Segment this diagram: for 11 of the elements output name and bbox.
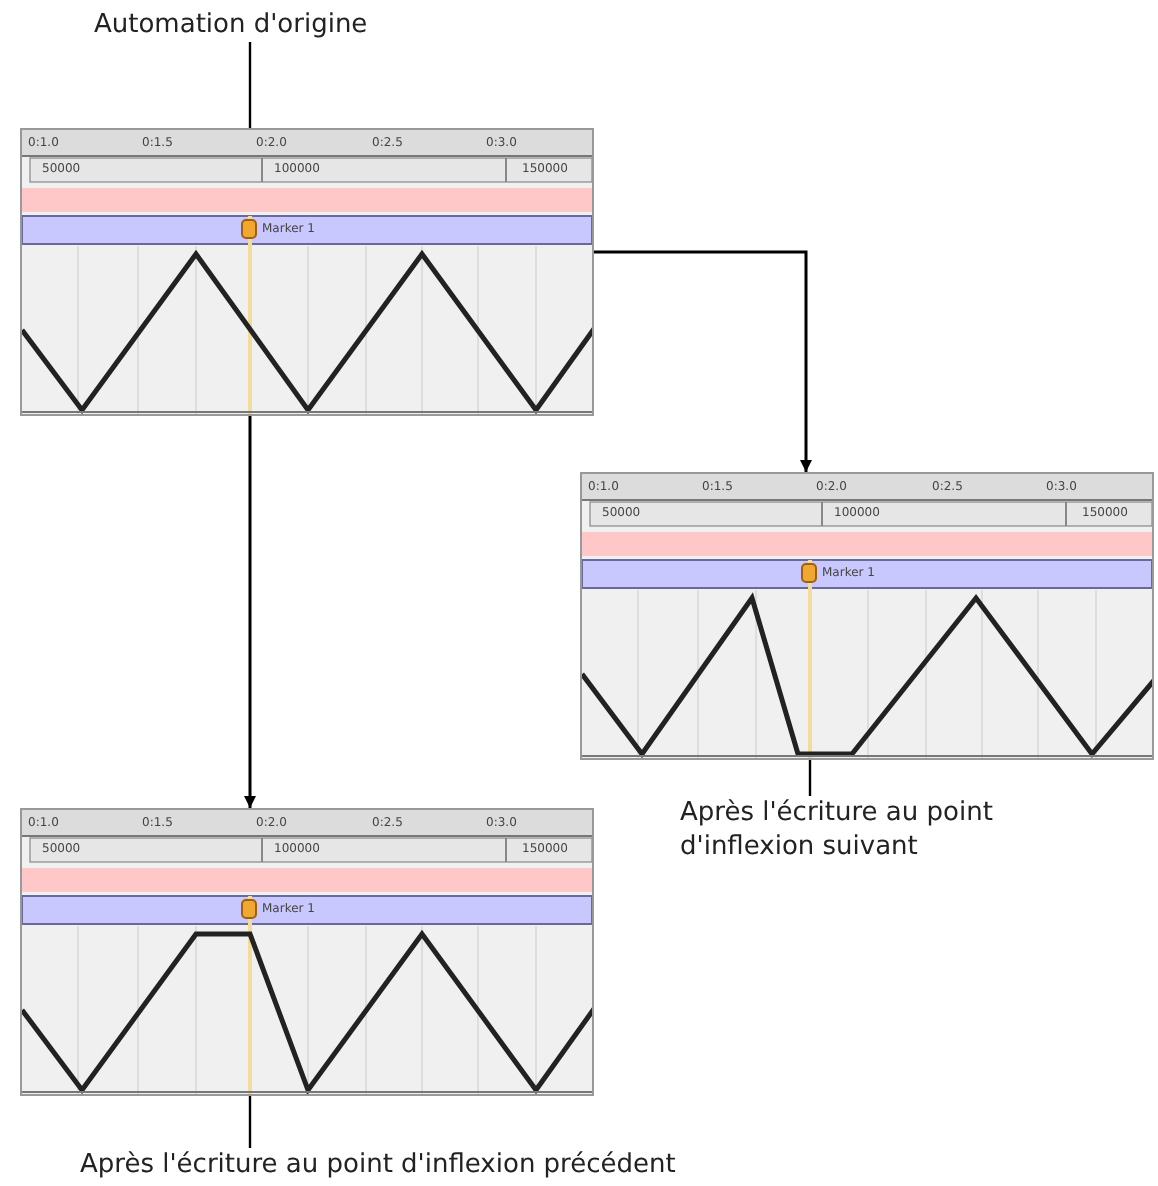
- callout-text: Après l'écriture au point d'inflexion précédent: [80, 1148, 960, 1182]
- arrow: [594, 250, 812, 472]
- leader-line: [248, 42, 252, 128]
- leader-line: [248, 1096, 252, 1148]
- leader-line: [808, 760, 812, 796]
- callout-text: Automation d'origine: [94, 8, 494, 42]
- arrow: [244, 416, 256, 808]
- callout-text: Après l'écriture au point d'inflexion suivant: [680, 796, 1120, 864]
- automation-window-drawing: [20, 808, 594, 1096]
- automation-window-drawing: [20, 128, 594, 416]
- automation-window-drawing: [580, 472, 1154, 760]
